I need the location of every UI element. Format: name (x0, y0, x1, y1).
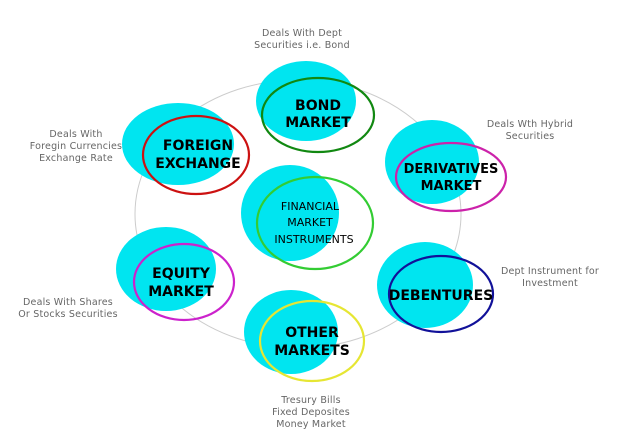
foreign-exchange-label-line-1: FOREIGN (163, 138, 233, 154)
note-fx-line-2: Foregin Currencies (30, 141, 122, 152)
derivatives-label-line-1: DERIVATIVES (404, 162, 499, 177)
other-label-line-1: OTHER (285, 325, 339, 341)
center-label-line-2: MARKET (287, 216, 333, 229)
note-debentures-line-1: Dept Instrument for (501, 266, 599, 277)
debentures-label: DEBENTURES (389, 288, 493, 304)
note-derivatives: Deals Wth Hybrid Securities (487, 119, 573, 142)
node-debentures: DEBENTURES (377, 242, 495, 334)
note-other: Tresury Bills Fixed Deposites Money Mark… (272, 395, 350, 430)
derivatives-label-line-2: MARKET (421, 179, 482, 194)
equity-label-line-1: EQUITY (152, 266, 211, 282)
note-other-line-2: Fixed Deposites (272, 407, 350, 418)
note-debentures: Dept Instrument for Investment (501, 266, 599, 289)
note-equity-line-2: Or Stocks Securities (18, 309, 118, 320)
derivatives-fill (385, 120, 479, 204)
note-fx-line-3: Exchange Rate (39, 153, 113, 164)
note-other-line-3: Money Market (276, 419, 346, 430)
foreign-exchange-ring (141, 114, 251, 196)
node-other-markets: OTHER MARKETS (244, 290, 366, 383)
other-label-line-2: MARKETS (274, 343, 350, 359)
center-ring (255, 175, 375, 271)
bond-fill (256, 61, 356, 141)
center-fill (241, 165, 339, 261)
equity-fill (116, 227, 216, 311)
center-label-line-3: INSTRUMENTS (274, 233, 353, 246)
other-ring (258, 299, 366, 383)
node-derivatives-market: DERIVATIVES MARKET (385, 120, 508, 213)
note-other-line-1: Tresury Bills (280, 395, 340, 406)
equity-ring (132, 242, 236, 322)
other-fill (244, 290, 338, 374)
note-equity: Deals With Shares Or Stocks Securities (18, 297, 118, 320)
note-fx-line-1: Deals With (49, 129, 102, 140)
note-bond-line-1: Deals With Dept (262, 28, 342, 39)
bond-label-line-1: BOND (295, 98, 341, 114)
bond-label-line-2: MARKET (285, 115, 351, 131)
note-derivatives-line-2: Securities (506, 131, 555, 142)
debentures-ring (387, 254, 495, 334)
note-derivatives-line-1: Deals Wth Hybrid (487, 119, 573, 130)
note-bond-line-2: Securities i.e. Bond (254, 40, 350, 51)
node-bond-market: BOND MARKET (256, 61, 376, 154)
note-debentures-line-2: Investment (522, 278, 578, 289)
center-label-line-1: FINANCIAL (281, 200, 340, 213)
note-foreign-exchange: Deals With Foregin Currencies Exchange R… (30, 129, 122, 164)
note-equity-line-1: Deals With Shares (23, 297, 113, 308)
equity-label-line-2: MARKET (148, 284, 214, 300)
debentures-fill (377, 242, 473, 328)
foreign-exchange-label-line-2: EXCHANGE (155, 156, 240, 172)
foreign-exchange-fill (122, 103, 234, 185)
node-equity-market: EQUITY MARKET (116, 227, 236, 322)
bond-ring (260, 76, 376, 154)
derivatives-ring (394, 141, 508, 213)
note-bond: Deals With Dept Securities i.e. Bond (254, 28, 350, 51)
node-foreign-exchange: FOREIGN EXCHANGE (122, 103, 251, 196)
center-node: FINANCIAL MARKET INSTRUMENTS (241, 165, 375, 271)
